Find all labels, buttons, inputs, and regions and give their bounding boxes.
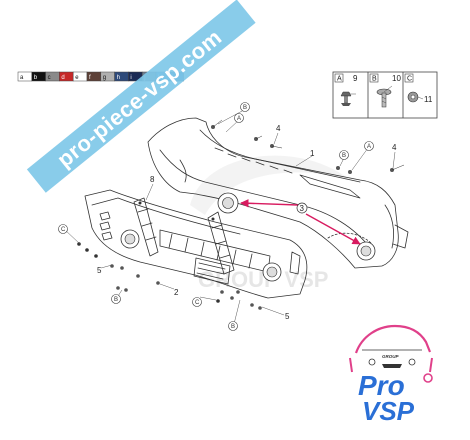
fastener-set <box>77 119 405 310</box>
legend-part-number: 10 <box>392 74 401 83</box>
lower-fog-lamp-right <box>262 262 282 282</box>
part-number-1: 1 <box>310 149 315 158</box>
part-number-3: 3 <box>300 204 305 213</box>
gear-icon <box>423 373 433 383</box>
color-swatch: d <box>59 71 74 82</box>
screw-icon <box>116 286 120 290</box>
legend-part-number: 9 <box>353 74 358 83</box>
color-swatch: h <box>114 71 129 82</box>
screw-icon <box>230 296 234 300</box>
parts-legend: A 9 B 10 C 11 <box>332 71 438 119</box>
part-number-2: 2 <box>174 288 179 297</box>
screw-icon <box>136 274 140 278</box>
screw-icon <box>156 281 160 285</box>
legend-box-letter: A <box>337 76 342 83</box>
screw-icon <box>336 166 340 170</box>
screw-icon <box>110 264 114 268</box>
screw-icon <box>270 144 283 149</box>
screw-icon <box>254 135 263 141</box>
screw-icon <box>120 266 124 270</box>
legend-box-letter: C <box>407 76 412 83</box>
lower-fog-lamp-left <box>120 229 140 249</box>
callout-letter: B <box>231 324 235 330</box>
fastener-type-a-callout: A <box>364 141 374 151</box>
screw-icon <box>376 85 393 108</box>
part-number-4: 4 <box>392 143 397 152</box>
legend-item-b: B 10 <box>369 73 401 108</box>
callout-letter: A <box>367 144 371 150</box>
legend-part-number: 11 <box>424 95 433 104</box>
fastener-type-c-callout: C <box>58 224 68 234</box>
fastener-type-b-callout: B <box>111 294 121 304</box>
callout-letter: B <box>243 105 247 111</box>
clip-icon <box>85 248 89 252</box>
callout-letter: C <box>195 300 200 306</box>
swatch-letter: i <box>130 75 131 81</box>
color-swatch: b <box>31 71 46 82</box>
screw-icon <box>124 288 128 292</box>
car-logo-icon <box>349 324 433 373</box>
fastener-type-b-callout: B <box>228 321 238 331</box>
swatch-letter: f <box>89 75 91 81</box>
logo-group-text: GROUP <box>382 354 400 359</box>
part-number-5: 5 <box>97 266 102 275</box>
swatch-letter: b <box>34 75 38 81</box>
screw-icon <box>211 119 223 129</box>
callout-letter: A <box>237 116 241 122</box>
clip-icon <box>216 299 220 303</box>
swatch-letter: g <box>103 75 106 81</box>
ribbon-text: pro-piece-vsp.com <box>52 24 226 172</box>
part-number-3-badge: 3 <box>296 202 308 214</box>
screw-icon <box>348 170 352 174</box>
color-swatch: c <box>45 71 60 82</box>
swatch-letter: h <box>117 75 120 81</box>
provsp-logo: GROUP Pro VSP <box>349 324 433 426</box>
fog-lamp-ring-left <box>217 192 239 214</box>
upper-bumper-shell <box>147 117 409 269</box>
screw-icon <box>258 306 262 310</box>
clip-icon <box>77 242 81 246</box>
swatch-letter: c <box>48 75 51 81</box>
color-swatch: f <box>86 71 102 82</box>
lower-bumper <box>84 189 308 299</box>
mounting-bracket-left <box>133 197 159 257</box>
ribbon-band <box>26 0 256 193</box>
clip-icon <box>340 91 356 106</box>
leader-lines <box>63 109 396 325</box>
clip-icon <box>94 254 98 258</box>
swatch-letter: a <box>20 75 24 81</box>
part-number-8: 8 <box>150 175 155 184</box>
screw-icon <box>250 303 254 307</box>
fog-lamp-ring-right <box>356 241 376 261</box>
callout-letter: B <box>114 297 118 303</box>
screw-icon <box>390 164 405 172</box>
callout-3-arrows <box>240 199 361 245</box>
mounting-bracket-right <box>207 211 235 275</box>
logo-vsp-text: VSP <box>362 396 415 426</box>
callout-letter: C <box>61 227 66 233</box>
fastener-type-a-callout: A <box>234 113 244 123</box>
color-swatch: g <box>100 71 115 82</box>
legend-item-a: A 9 <box>334 73 358 106</box>
callout-letter: B <box>342 153 346 159</box>
fastener-type-b-callout: B <box>339 150 349 160</box>
callout-labels: 1 2 3 4 4 5 5 8 B A B A C B C B <box>58 102 397 331</box>
screw-icon <box>236 290 240 294</box>
swatch-letter: d <box>61 75 64 81</box>
legend-item-c: C 11 <box>404 73 433 104</box>
color-swatch: a <box>17 71 33 82</box>
legend-box-letter: B <box>372 76 377 83</box>
color-swatch: e <box>72 71 88 82</box>
swatch-letter: e <box>75 75 79 81</box>
logo-pro-text: Pro <box>358 370 405 401</box>
part-number-4: 4 <box>276 124 281 133</box>
website-ribbon-watermark: pro-piece-vsp.com <box>26 0 256 193</box>
fastener-type-c-callout: C <box>192 297 202 307</box>
part-number-5: 5 <box>285 312 290 321</box>
nut-icon <box>407 91 424 103</box>
fastener-type-b-callout: B <box>240 102 250 112</box>
screw-icon <box>220 290 224 294</box>
